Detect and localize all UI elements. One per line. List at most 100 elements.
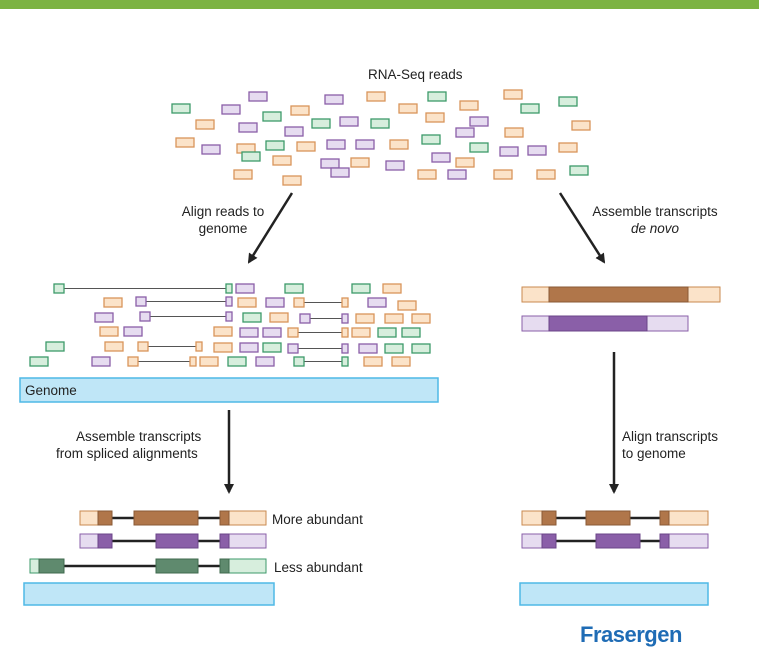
aligned-transcript-purple — [521, 533, 709, 549]
read-segment — [431, 152, 451, 163]
read-segment — [350, 157, 370, 168]
read-segment — [384, 313, 404, 324]
read-segment — [227, 356, 247, 367]
read-segment — [384, 343, 404, 354]
read-segment — [123, 326, 143, 337]
align-transcripts-label-line2: to genome — [622, 446, 686, 461]
read-segment — [389, 139, 409, 150]
align-transcripts-label-line1: Align transcripts — [622, 429, 719, 444]
read-segment — [363, 356, 383, 367]
aligned-reads-group — [29, 283, 431, 367]
read-segment — [358, 343, 378, 354]
read-segment — [447, 169, 467, 180]
read-segment — [225, 311, 233, 322]
read-segment — [171, 103, 191, 114]
read-segment — [248, 91, 268, 102]
read-segment — [326, 139, 346, 150]
more-abundant-label: More abundant — [272, 512, 363, 527]
read-segment — [341, 343, 349, 354]
assemble-spliced-label-line2: from spliced alignments — [56, 446, 198, 461]
read-segment — [536, 169, 556, 180]
less-abundant-label: Less abundant — [274, 560, 363, 575]
assemble-spliced-label-line1: Assemble transcripts — [76, 429, 202, 444]
read-segment — [239, 327, 259, 338]
read-segment — [53, 283, 65, 294]
read-segment — [103, 297, 123, 308]
read-segment — [104, 341, 124, 352]
read-segment — [237, 297, 257, 308]
read-segment — [355, 139, 375, 150]
read-segment — [341, 327, 349, 338]
read-segment — [293, 356, 305, 367]
assembled-transcript-less — [29, 558, 267, 574]
read-segment — [377, 327, 397, 338]
read-segment — [425, 112, 445, 123]
read-segment — [265, 297, 285, 308]
read-segment — [520, 103, 540, 114]
read-segment — [503, 89, 523, 100]
read-segment — [427, 91, 447, 102]
align-reads-label-line1: Align reads to — [181, 204, 265, 219]
read-segment — [265, 140, 285, 151]
read-segment — [527, 145, 547, 156]
read-segment — [282, 175, 302, 186]
read-segment — [175, 137, 195, 148]
genome-label: Genome — [25, 383, 77, 398]
read-segment — [421, 134, 441, 145]
rnaseq-reads-cloud — [171, 89, 591, 186]
assemble-denovo-label-line2: de novo — [630, 221, 680, 236]
read-segment — [238, 122, 258, 133]
read-segment — [195, 341, 203, 352]
read-segment — [139, 311, 151, 322]
read-segment — [199, 356, 219, 367]
read-segment — [242, 312, 262, 323]
read-segment — [225, 283, 233, 294]
read-segment — [137, 341, 149, 352]
read-segment — [233, 169, 253, 180]
read-segment — [269, 312, 289, 323]
read-segment — [385, 160, 405, 171]
denovo-transcript-purple — [521, 315, 689, 332]
read-segment — [493, 169, 513, 180]
read-segment — [272, 155, 292, 166]
read-segment — [225, 296, 233, 307]
arrow-align-reads — [247, 192, 294, 264]
read-segment — [558, 142, 578, 153]
read-segment — [558, 96, 578, 107]
arrow-assemble-denovo — [558, 192, 606, 264]
read-segment — [382, 283, 402, 294]
read-segment — [262, 111, 282, 122]
read-segment — [290, 105, 310, 116]
read-segment — [341, 313, 349, 324]
read-segment — [287, 327, 299, 338]
brand-logo: Frasergen — [580, 622, 682, 647]
read-segment — [287, 343, 299, 354]
read-segment — [469, 116, 489, 127]
read-segment — [235, 283, 255, 294]
read-segment — [469, 142, 489, 153]
read-segment — [367, 297, 387, 308]
genome-bar — [19, 377, 439, 403]
read-segment — [201, 144, 221, 155]
read-segment — [370, 118, 390, 129]
reads-title: RNA-Seq reads — [368, 67, 463, 82]
read-segment — [366, 91, 386, 102]
read-segment — [94, 312, 114, 323]
denovo-transcript-orange — [521, 286, 721, 303]
read-segment — [455, 127, 475, 138]
read-segment — [398, 103, 418, 114]
read-segment — [255, 356, 275, 367]
read-segment — [455, 157, 475, 168]
read-segment — [411, 343, 431, 354]
read-segment — [351, 327, 371, 338]
read-segment — [45, 341, 65, 352]
read-segment — [127, 356, 139, 367]
read-segment — [355, 313, 375, 324]
read-segment — [296, 141, 316, 152]
assemble-denovo-label-line1: Assemble transcripts — [592, 204, 718, 219]
read-segment — [29, 356, 49, 367]
read-segment — [189, 356, 197, 367]
assembled-transcript-more-2 — [79, 533, 267, 549]
read-segment — [397, 300, 417, 311]
read-segment — [341, 356, 349, 367]
